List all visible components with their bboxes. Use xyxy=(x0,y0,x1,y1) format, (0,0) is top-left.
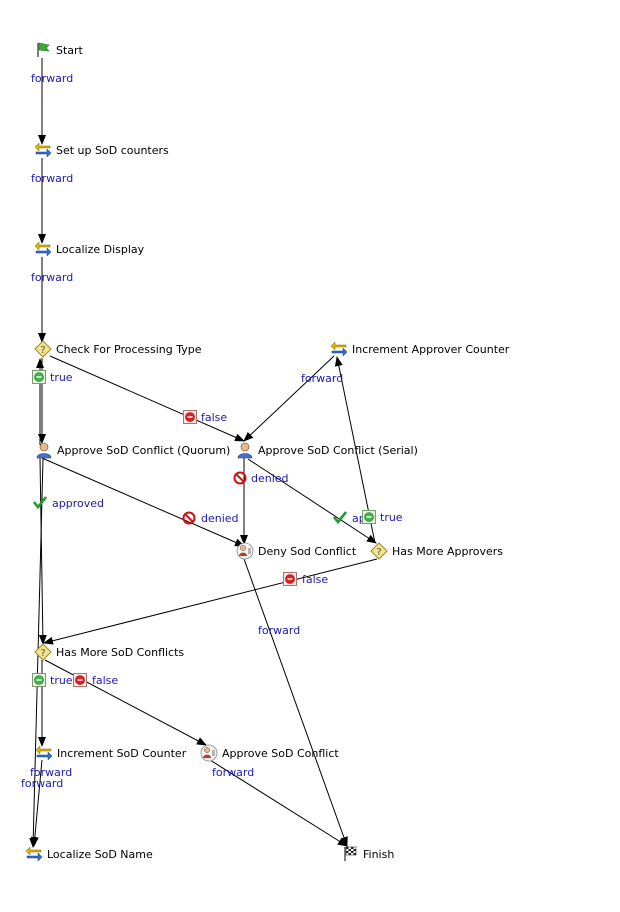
edge-label-forward: forward xyxy=(30,766,73,779)
swap-arrows-icon xyxy=(34,241,52,257)
node-setup-sod-counters[interactable]: Set up SoD counters xyxy=(34,141,169,159)
edge-counter-localize-name xyxy=(30,759,43,847)
edge-increment-serial xyxy=(243,355,335,442)
edge-label-forward: forward xyxy=(31,72,74,85)
svg-text:?: ? xyxy=(376,547,381,558)
user-icon xyxy=(237,442,253,459)
decision-diamond-icon: ? xyxy=(34,340,52,358)
edge-label-forward: forward xyxy=(31,271,74,284)
denied-icon xyxy=(233,471,247,485)
node-label: Localize SoD Name xyxy=(47,847,153,861)
node-increment-approver-counter[interactable]: Increment Approver Counter xyxy=(330,340,509,358)
edge-label-denied: denied xyxy=(251,472,289,485)
node-label: Increment Approver Counter xyxy=(352,342,510,356)
swap-arrows-icon xyxy=(35,745,53,761)
edge-label-forward: forward xyxy=(212,766,255,779)
denied-icon xyxy=(182,511,196,525)
node-increment-sod-counter[interactable]: Increment SoD Counter xyxy=(35,744,186,762)
node-deny-sod-conflict[interactable]: Deny Sod Conflict xyxy=(236,542,356,560)
node-label: Increment SoD Counter xyxy=(57,746,187,760)
node-label: Localize Display xyxy=(56,242,145,256)
node-start[interactable]: Start xyxy=(34,41,83,59)
edge-approvers-conflicts xyxy=(43,558,378,645)
node-approve-serial[interactable]: Approve SoD Conflict (Serial) xyxy=(236,441,418,459)
edge-label-true: true xyxy=(50,371,73,384)
node-label: Finish xyxy=(363,847,395,861)
true-condition-icon xyxy=(362,510,376,524)
edge-label-true: true xyxy=(50,674,73,687)
false-condition-icon xyxy=(283,572,297,586)
node-label: Approve SoD Conflict (Serial) xyxy=(258,443,418,457)
approved-check-icon xyxy=(33,496,47,509)
edge-label-forward: forward xyxy=(31,172,74,185)
user-task-icon xyxy=(236,542,254,560)
decision-diamond-icon: ? xyxy=(370,542,388,560)
node-label: Has More Approvers xyxy=(392,544,504,558)
false-condition-icon xyxy=(73,673,87,687)
true-condition-icon xyxy=(32,370,46,384)
approved-check-icon xyxy=(333,511,347,524)
node-localize-sod-name[interactable]: Localize SoD Name xyxy=(25,845,153,863)
node-label: Start xyxy=(56,43,83,57)
decision-diamond-icon: ? xyxy=(34,643,52,661)
edge-label-forward: forward xyxy=(21,777,64,790)
edge-label-false: false xyxy=(92,674,119,687)
edge-deny-finish xyxy=(243,558,348,847)
edge-label-approved: approved xyxy=(52,497,104,510)
green-flag-icon xyxy=(37,42,50,57)
edge-label-false: false xyxy=(302,573,329,586)
swap-arrows-icon xyxy=(330,341,348,357)
edge-label-false: false xyxy=(201,411,228,424)
edge-label-denied: denied xyxy=(201,512,239,525)
true-condition-icon xyxy=(32,673,46,687)
edge-check-serial xyxy=(49,355,245,442)
node-label: Deny Sod Conflict xyxy=(258,544,357,558)
user-task-icon xyxy=(200,744,218,762)
node-label: Approve SoD Conflict (Quorum) xyxy=(57,443,231,457)
edge-label-forward: forward xyxy=(258,624,301,637)
checkered-flag-icon xyxy=(344,846,357,861)
swap-arrows-icon xyxy=(25,846,43,862)
node-label: Check For Processing Type xyxy=(56,342,202,356)
node-label: Set up SoD counters xyxy=(56,143,169,157)
edge-label-true: true xyxy=(380,511,403,524)
svg-text:?: ? xyxy=(40,648,45,659)
edge-conflicts-approve xyxy=(44,659,207,746)
node-finish[interactable]: Finish xyxy=(341,845,394,863)
svg-text:?: ? xyxy=(40,345,45,356)
edge-serial-approvers xyxy=(247,458,377,544)
node-check-processing-type[interactable]: ? Check For Processing Type xyxy=(34,340,202,358)
edge-quorum-conflicts xyxy=(38,457,47,645)
node-approve-quorum[interactable]: Approve SoD Conflict (Quorum) xyxy=(35,441,230,459)
node-has-more-sod-conflicts[interactable]: ? Has More SoD Conflicts xyxy=(34,643,184,661)
edge-approve-finish xyxy=(209,759,348,847)
node-approve-sod-conflict[interactable]: Approve SoD Conflict xyxy=(200,744,339,762)
user-icon xyxy=(36,442,52,459)
false-condition-icon xyxy=(183,410,197,424)
edge-label-forward: forward xyxy=(301,372,344,385)
node-localize-display[interactable]: Localize Display xyxy=(34,240,144,258)
swap-arrows-icon xyxy=(34,142,52,158)
edge-quorum-deny xyxy=(41,457,245,547)
node-label: Approve SoD Conflict xyxy=(222,746,339,760)
node-label: Has More SoD Conflicts xyxy=(56,645,185,659)
node-has-more-approvers[interactable]: ? Has More Approvers xyxy=(370,542,503,560)
